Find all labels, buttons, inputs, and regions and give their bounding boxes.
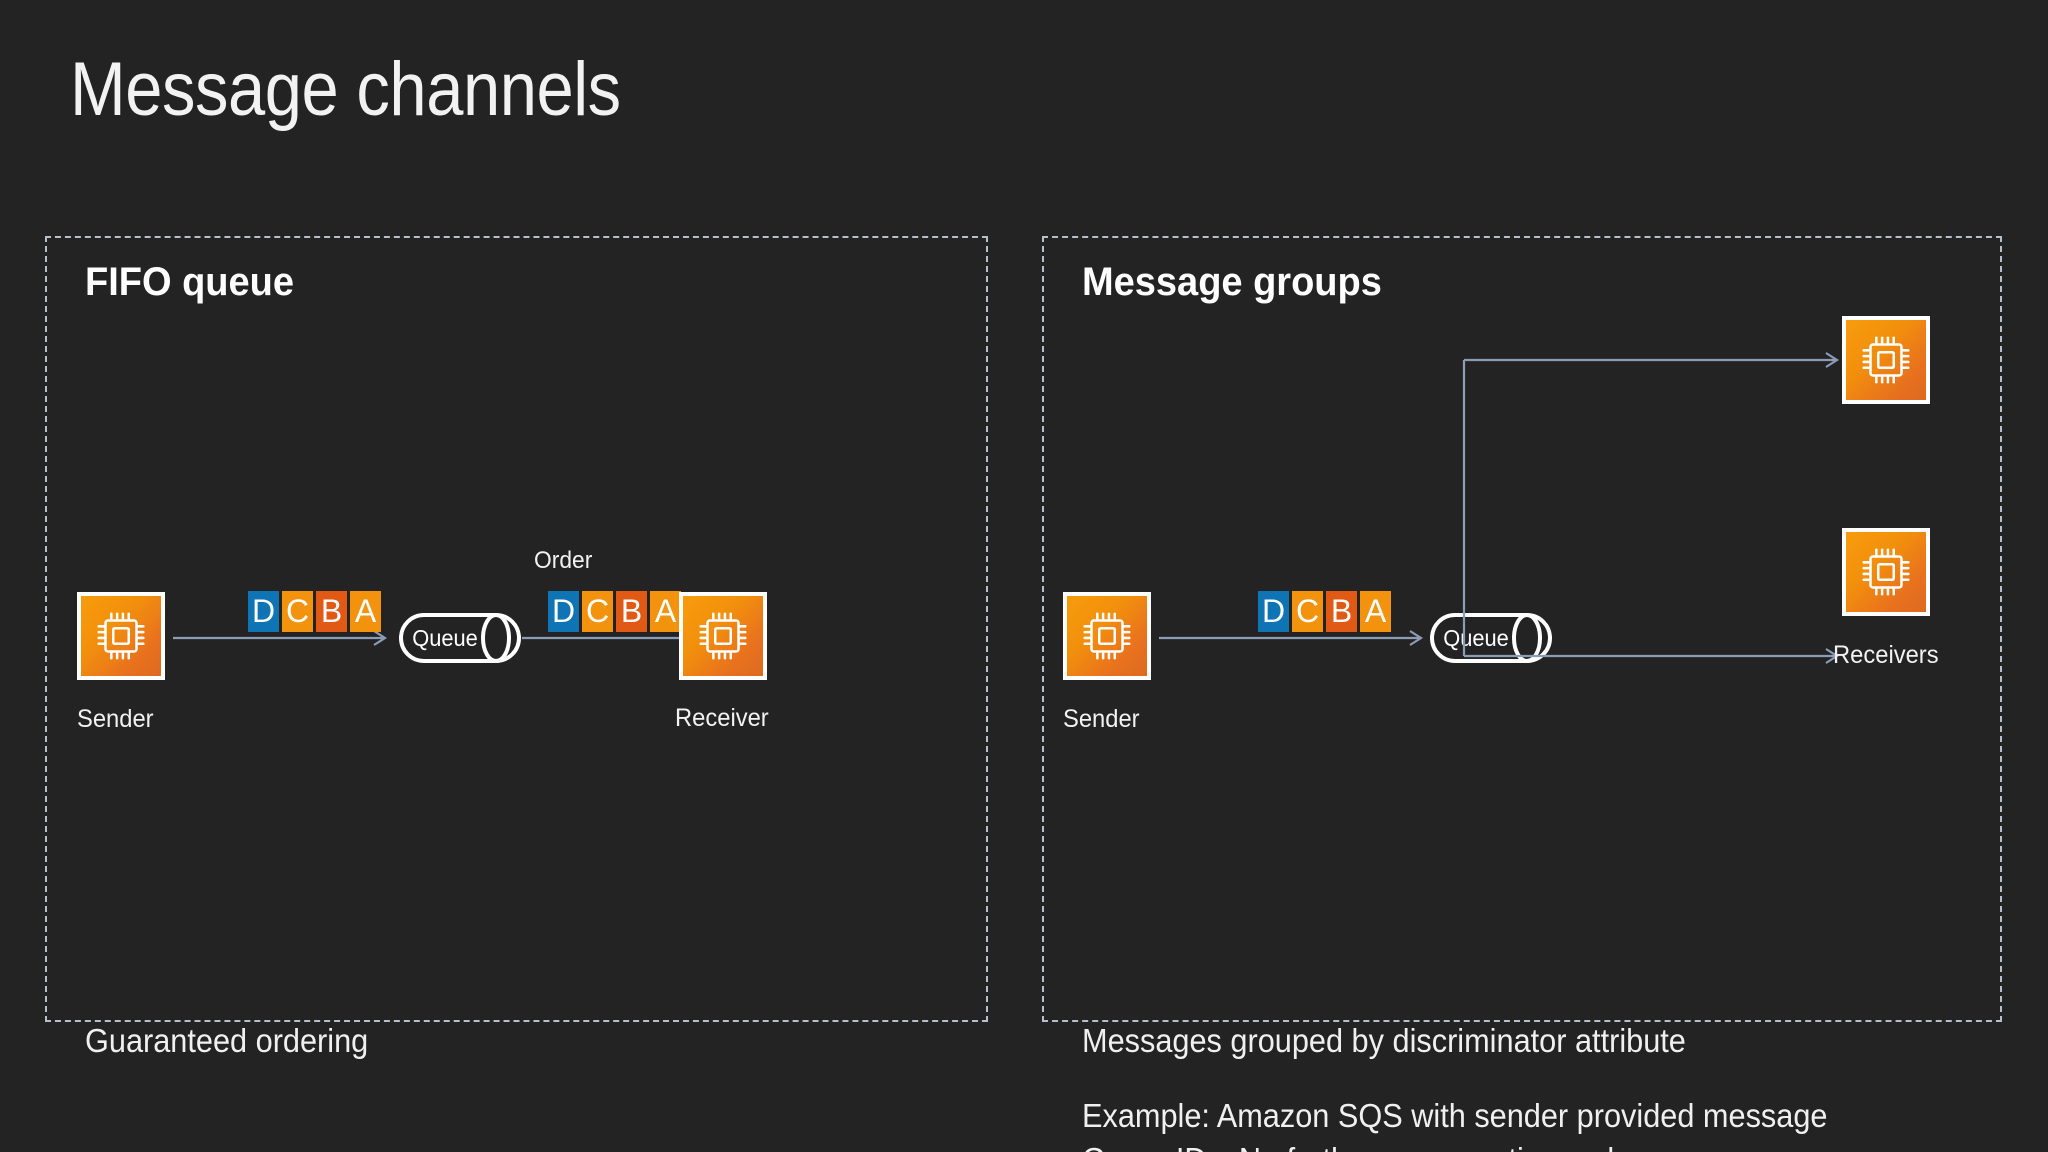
fifo-receiver-label: Receiver [675,704,769,732]
chip-icon [1862,336,1910,384]
fifo-sender-icon [77,592,165,680]
panel-message-groups: Message groups Sender [1042,236,2002,1152]
groups-diagram: Sender D C B A Queue [1044,238,2000,1020]
message-block: D [248,591,279,632]
groups-sender-icon [1063,592,1151,680]
groups-messages-in: D C B A [1258,591,1391,632]
message-block: C [1292,591,1323,632]
message-block: A [350,591,381,632]
groups-receivers-label: Receivers [1833,641,1939,669]
groups-caption-line-1: Example: Amazon SQS with sender provided… [1082,1097,1828,1134]
chip-icon [1862,548,1910,596]
groups-sender-label: Sender [1063,705,1140,733]
fifo-messages-out: D C B A [548,591,681,632]
panel-groups-title: Message groups [1082,260,1382,304]
message-block: B [616,591,647,632]
fifo-sender-label: Sender [77,705,154,733]
panel-fifo-queue: FIFO queue Sender [45,236,988,1057]
chip-icon [699,612,747,660]
groups-arrow-sender-to-queue [1159,626,1429,650]
message-block: D [1258,591,1289,632]
groups-queue-shape: Queue [1430,613,1552,663]
groups-caption-line-2: Group IDs: No further consumption as lon… [1082,1138,1855,1152]
fifo-queue-label: Queue [412,624,478,651]
fifo-receiver-icon [679,592,767,680]
panel-fifo-title: FIFO queue [85,260,294,304]
fifo-caption: Guaranteed ordering [85,1022,369,1059]
message-block: C [582,591,613,632]
page-title: Message channels [70,47,621,132]
chip-icon [1083,612,1131,660]
message-block: B [316,591,347,632]
chip-icon [97,612,145,660]
groups-fanout-connector [1462,348,1862,668]
message-block: A [650,591,681,632]
fifo-messages-in: D C B A [248,591,381,632]
message-block: C [282,591,313,632]
fifo-diagram: Sender D C B A Queue Order [47,238,986,1020]
message-block: D [548,591,579,632]
fifo-order-label: Order [534,547,593,574]
groups-caption-primary: Messages grouped by discriminator attrib… [1082,1022,1686,1059]
fifo-queue-shape: Queue [399,613,521,663]
message-block: A [1360,591,1391,632]
message-block: B [1326,591,1357,632]
groups-queue-label: Queue [1443,624,1509,651]
groups-caption-example: Example: Amazon SQS with sender provided… [1082,1094,1855,1152]
fifo-arrow-sender-to-queue [173,626,393,650]
groups-receiver-1-icon [1842,316,1930,404]
groups-receiver-2-icon [1842,528,1930,616]
